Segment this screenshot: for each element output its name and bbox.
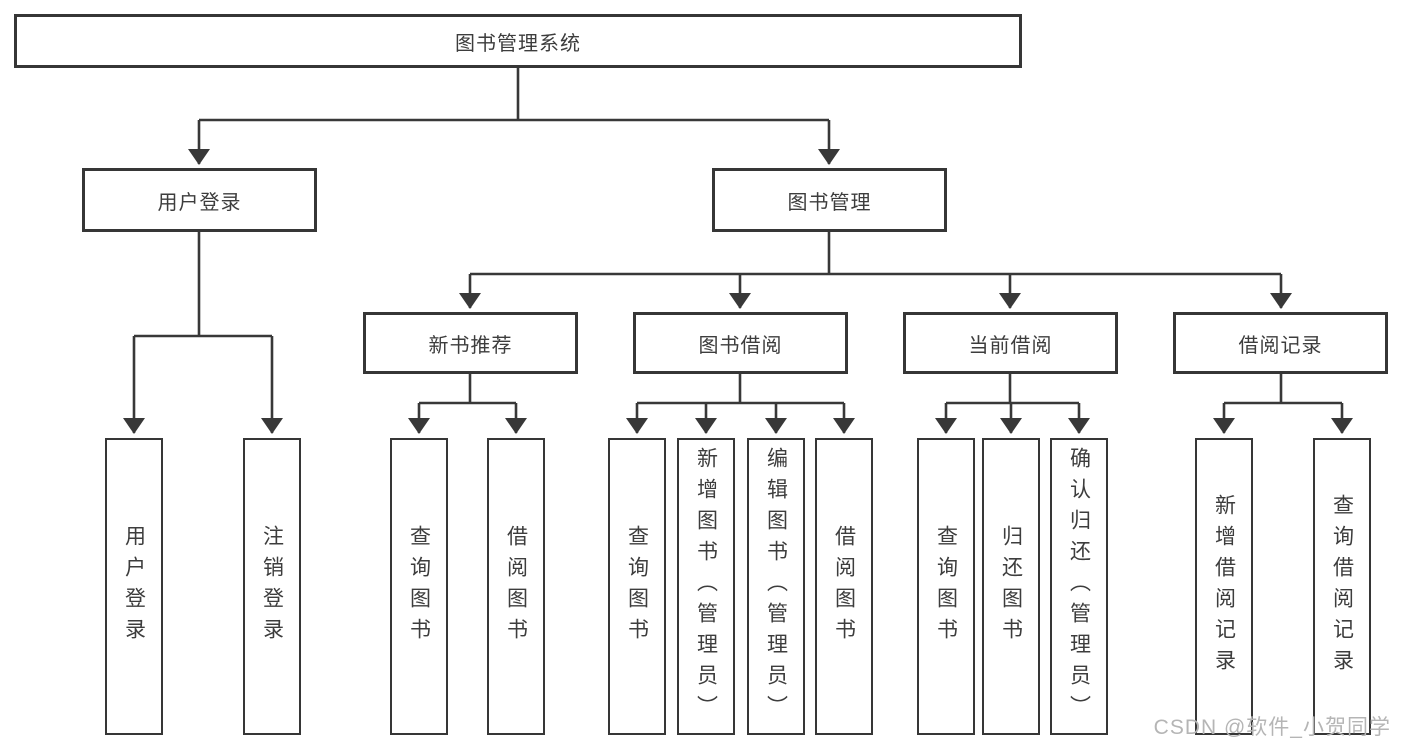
node-book-borrow: 图书借阅: [633, 312, 848, 374]
leaf-add-books-admin: 新增图书（管理员）: [677, 438, 735, 735]
node-current-borrow: 当前借阅: [903, 312, 1118, 374]
leaf-add-borrow-record: 新增借阅记录: [1195, 438, 1253, 735]
leaf-query-books-borrow: 查询图书: [608, 438, 666, 735]
csdn-watermark: CSDN @软件_小贺同学: [1153, 716, 1391, 739]
leaf-user-login: 用户登录: [105, 438, 163, 735]
node-borrow-records: 借阅记录: [1173, 312, 1388, 374]
leaf-borrow-books: 借阅图书: [815, 438, 873, 735]
leaf-confirm-return-admin: 确认归还（管理员）: [1050, 438, 1108, 735]
node-user-login-branch: 用户登录: [82, 168, 317, 232]
leaf-edit-books-admin: 编辑图书（管理员）: [747, 438, 805, 735]
leaf-query-books-recommend: 查询图书: [390, 438, 448, 735]
leaf-query-books-current: 查询图书: [917, 438, 975, 735]
leaf-query-borrow-record: 查询借阅记录: [1313, 438, 1371, 735]
node-book-management-branch: 图书管理: [712, 168, 947, 232]
leaf-return-books: 归还图书: [982, 438, 1040, 735]
node-root-system: 图书管理系统: [14, 14, 1022, 68]
leaf-borrow-books-recommend: 借阅图书: [487, 438, 545, 735]
leaf-logout: 注销登录: [243, 438, 301, 735]
node-new-book-recommend: 新书推荐: [363, 312, 578, 374]
